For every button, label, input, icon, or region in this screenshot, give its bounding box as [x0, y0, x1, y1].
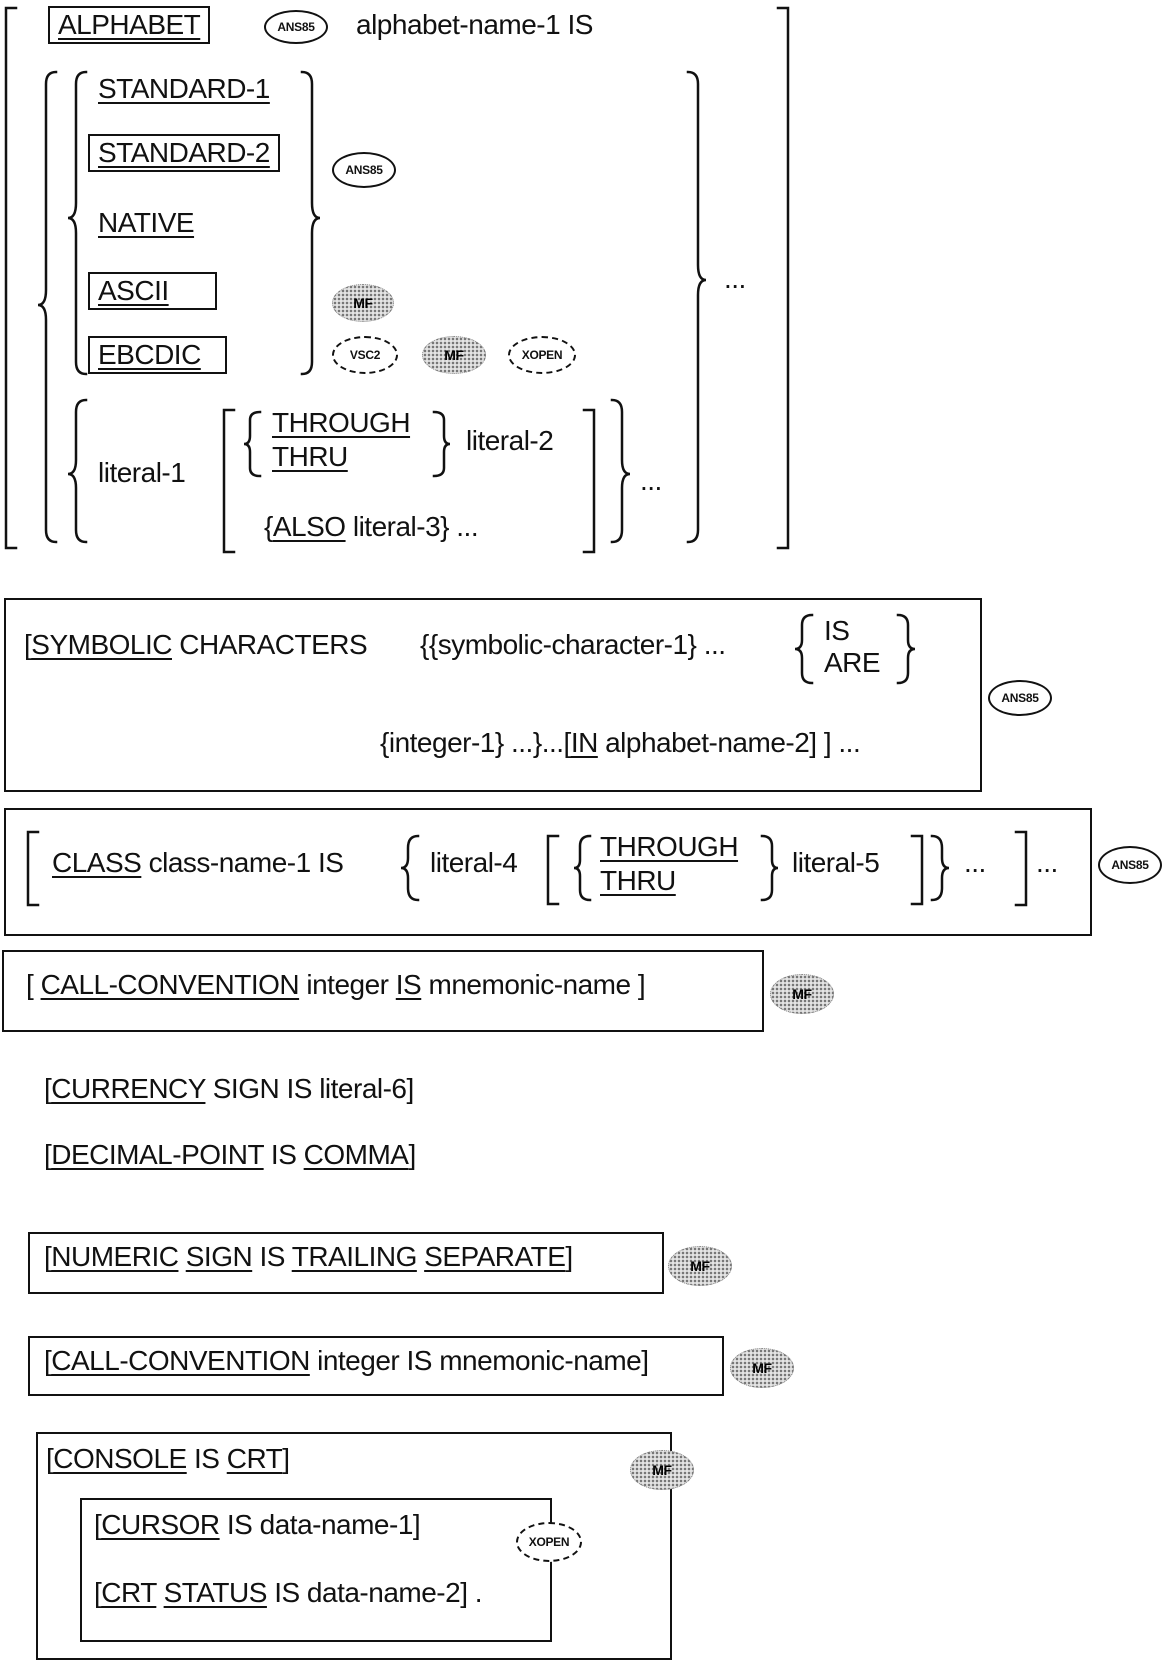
xopen-badge: XOPEN — [516, 1522, 582, 1562]
class-inner-bracket-right — [910, 834, 924, 906]
literal-brace-right — [610, 398, 631, 544]
literal-5: literal-5 — [792, 847, 880, 878]
class-thru-brace-right — [760, 834, 779, 902]
class-bracket-left — [26, 830, 40, 907]
through-keyword: THROUGH — [272, 407, 411, 438]
call-convention-box-2 — [28, 1336, 724, 1396]
literal-bracket-left — [222, 408, 236, 554]
also-clause: {ALSO literal-3} ... — [264, 511, 479, 542]
options-ellipsis: ... — [724, 263, 746, 294]
alphabet-outer-bracket-right — [776, 6, 790, 550]
class-box — [4, 808, 1092, 936]
crt-status-clause: [CRT STATUS IS data-name-2] . — [94, 1577, 483, 1608]
ans85-badge: ANS85 — [988, 680, 1052, 716]
class-inner-bracket-left — [546, 834, 560, 906]
options-brace-left — [67, 70, 88, 376]
class-thru-brace-left — [573, 834, 592, 902]
currency-sign-clause: [CURRENCY SIGN IS literal-6] — [44, 1073, 414, 1104]
option-standard-1: STANDARD-1 — [98, 73, 270, 104]
ans85-badge: ANS85 — [332, 152, 396, 188]
numeric-sign-clause: [NUMERIC SIGN IS TRAILING SEPARATE] — [44, 1241, 573, 1272]
literal-bracket-right — [582, 408, 596, 554]
option-native: NATIVE — [98, 207, 195, 238]
mf-badge: MF — [730, 1348, 794, 1388]
symbolic-characters-line1: [SYMBOLIC CHARACTERS — [24, 629, 368, 660]
mf-badge: MF — [422, 336, 486, 374]
mf-badge: MF — [770, 974, 834, 1014]
alphabet-name: alphabet-name-1 IS — [356, 9, 593, 40]
ans85-badge: ANS85 — [264, 10, 328, 44]
console-clause: [CONSOLE IS CRT] — [46, 1443, 290, 1474]
call-convention-box-1 — [2, 950, 764, 1032]
console-box — [36, 1432, 672, 1660]
class-ellipsis-1: ... — [964, 847, 986, 878]
mf-badge: MF — [668, 1246, 732, 1286]
option-ebcdic: EBCDIC — [88, 336, 227, 374]
options-brace-right — [300, 70, 321, 376]
cursor-clause: [CURSOR IS data-name-1] — [94, 1509, 421, 1540]
alphabet-outer-bracket-left — [4, 6, 18, 550]
call-convention-1: [ CALL-CONVENTION integer IS mnemonic-na… — [26, 969, 646, 1000]
class-through-keyword: THROUGH — [600, 831, 739, 862]
decimal-point-clause: [DECIMAL-POINT IS COMMA] — [44, 1139, 416, 1170]
are-keyword: ARE — [824, 647, 881, 678]
class-bracket-right — [1014, 830, 1028, 907]
literal-brace-left — [67, 398, 88, 544]
class-brace-right — [930, 834, 950, 902]
thru-keyword: THRU — [272, 441, 348, 472]
literal-2: literal-2 — [466, 425, 554, 456]
literal-1: literal-1 — [98, 457, 186, 488]
through-brace-right — [432, 410, 451, 478]
class-brace-left — [400, 834, 420, 902]
literal-ellipsis: ... — [640, 465, 662, 496]
crt-inner-box — [80, 1498, 552, 1642]
numeric-sign-box — [28, 1232, 664, 1294]
xopen-badge: XOPEN — [508, 336, 576, 374]
mf-badge: MF — [332, 284, 394, 322]
alphabet-keyword: ALPHABET — [48, 6, 211, 44]
symbolic-characters-line2: {integer-1} ...}...[IN alphabet-name-2] … — [380, 727, 861, 758]
mf-badge: MF — [630, 1450, 694, 1490]
option-standard-2: STANDARD-2 — [88, 134, 280, 172]
alphabet-big-brace-right — [686, 70, 707, 544]
call-convention-2: [CALL-CONVENTION integer IS mnemonic-nam… — [44, 1345, 649, 1376]
through-brace-left — [243, 410, 262, 478]
class-clause: CLASS class-name-1 IS — [52, 847, 344, 878]
class-thru-keyword: THRU — [600, 865, 676, 896]
is-keyword: IS — [824, 615, 850, 646]
is-are-brace-right — [896, 613, 916, 685]
option-ascii: ASCII — [88, 272, 217, 310]
alphabet-big-brace-left — [37, 70, 58, 544]
class-ellipsis-2: ... — [1036, 847, 1058, 878]
vsc2-badge: VSC2 — [332, 336, 398, 374]
is-are-brace-left — [794, 613, 814, 685]
literal-4: literal-4 — [430, 847, 518, 878]
ans85-badge: ANS85 — [1098, 846, 1162, 884]
symbolic-character-1: {{symbolic-character-1} ... — [420, 629, 726, 660]
symbolic-characters-box — [4, 598, 982, 792]
